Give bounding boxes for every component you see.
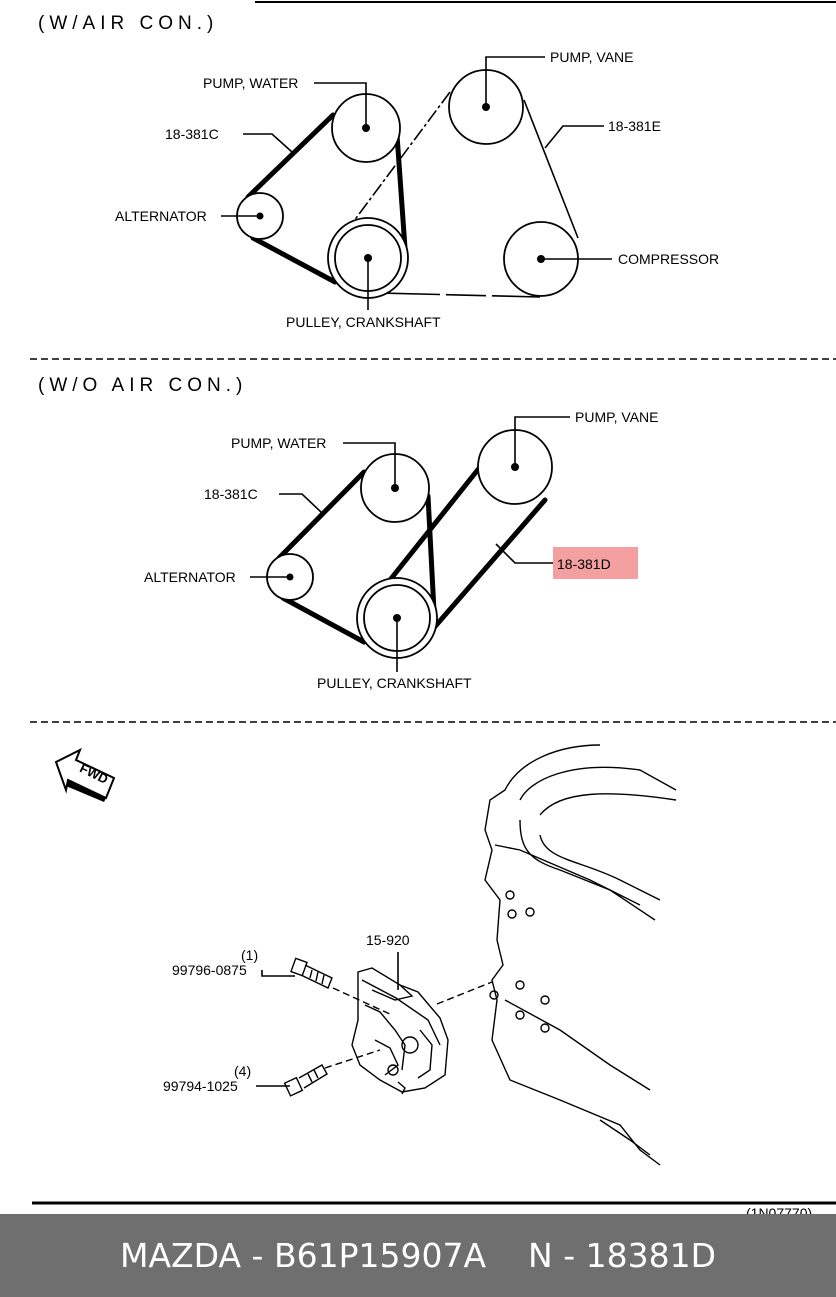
leader-belt-e — [544, 125, 604, 149]
label-water-pump: PUMP, WATER — [231, 435, 326, 451]
label-belt-e: 18-381E — [608, 118, 661, 134]
diagram-without-air-con: (W/O AIR CON.) PUMP, VANE PUMP, WATER 18… — [38, 375, 659, 691]
label-alternator: ALTERNATOR — [144, 569, 236, 585]
footer-part-number: N - 18381D — [528, 1236, 716, 1275]
label-crankshaft: PULLEY, CRANKSHAFT — [317, 675, 472, 691]
belt-c-segment — [394, 132, 408, 251]
label-belt-d: 18-381D — [557, 556, 611, 572]
belt-d-segment — [383, 464, 483, 588]
label-bolt2-part: 99794-1025 — [163, 1078, 238, 1094]
belt-c-segment — [250, 235, 338, 285]
leader-vane-pump — [485, 56, 545, 107]
label-vane-pump: PUMP, VANE — [575, 409, 659, 425]
label-vane-pump: PUMP, VANE — [550, 49, 634, 65]
label-bolt2-qty: (4) — [234, 1063, 251, 1079]
label-belt-c: 18-381C — [165, 126, 219, 142]
drawing-code: (1N07770) — [746, 1205, 812, 1214]
leader-belt-c — [279, 493, 323, 514]
belt-e-segment — [335, 91, 451, 246]
alignment-line — [324, 1049, 381, 1069]
belt-routing-diagram: (W/AIR CON.) PUMP, WATER PUMP, VANE 18- — [30, 1, 836, 1214]
engine-mount-bracket — [351, 967, 449, 1095]
leader-belt-d — [495, 543, 553, 564]
belt-e-segment — [523, 99, 579, 239]
section-title-without-air-con: (W/O AIR CON.) — [38, 375, 247, 396]
footer-bar: MAZDA - B61P15907A N - 18381D — [0, 1214, 836, 1297]
bolt-99794-1025 — [283, 1064, 328, 1097]
belt-d-segment — [429, 497, 548, 633]
label-alternator: ALTERNATOR — [115, 208, 207, 224]
section-title-with-air-con: (W/AIR CON.) — [38, 13, 218, 34]
bracket-installation-view: FWD — [54, 744, 677, 1166]
label-bolt1-qty: (1) — [241, 947, 258, 963]
belt-c-segment — [280, 595, 367, 645]
label-crankshaft: PULLEY, CRANKSHAFT — [286, 314, 441, 330]
fwd-arrow-icon: FWD — [54, 747, 116, 802]
footer-brand-code: MAZDA - B61P15907A — [120, 1236, 487, 1275]
leader-bolt1 — [261, 970, 295, 977]
label-bolt1-part: 99796-0875 — [172, 962, 247, 978]
leader-water-pump — [314, 82, 367, 128]
belt-c-segment — [425, 493, 437, 614]
bolt-99796-0875 — [290, 957, 333, 989]
leader-water-pump — [343, 442, 396, 488]
belt-c-segment — [245, 112, 336, 200]
label-water-pump: PUMP, WATER — [203, 75, 298, 91]
engine-block-outline — [484, 744, 677, 1166]
label-bracket-part: 15-920 — [366, 932, 410, 948]
belt-c-segment — [276, 469, 367, 561]
diagram-with-air-con: (W/AIR CON.) PUMP, WATER PUMP, VANE 18- — [38, 13, 719, 330]
label-belt-c: 18-381C — [204, 486, 258, 502]
belt-e-segment — [379, 292, 541, 298]
belt-d-highlight — [553, 547, 638, 579]
label-compressor: COMPRESSOR — [618, 251, 719, 267]
alignment-line — [332, 987, 393, 1016]
leader-vane-pump — [514, 416, 570, 467]
alignment-line — [436, 981, 493, 1005]
leader-belt-c — [243, 133, 293, 153]
